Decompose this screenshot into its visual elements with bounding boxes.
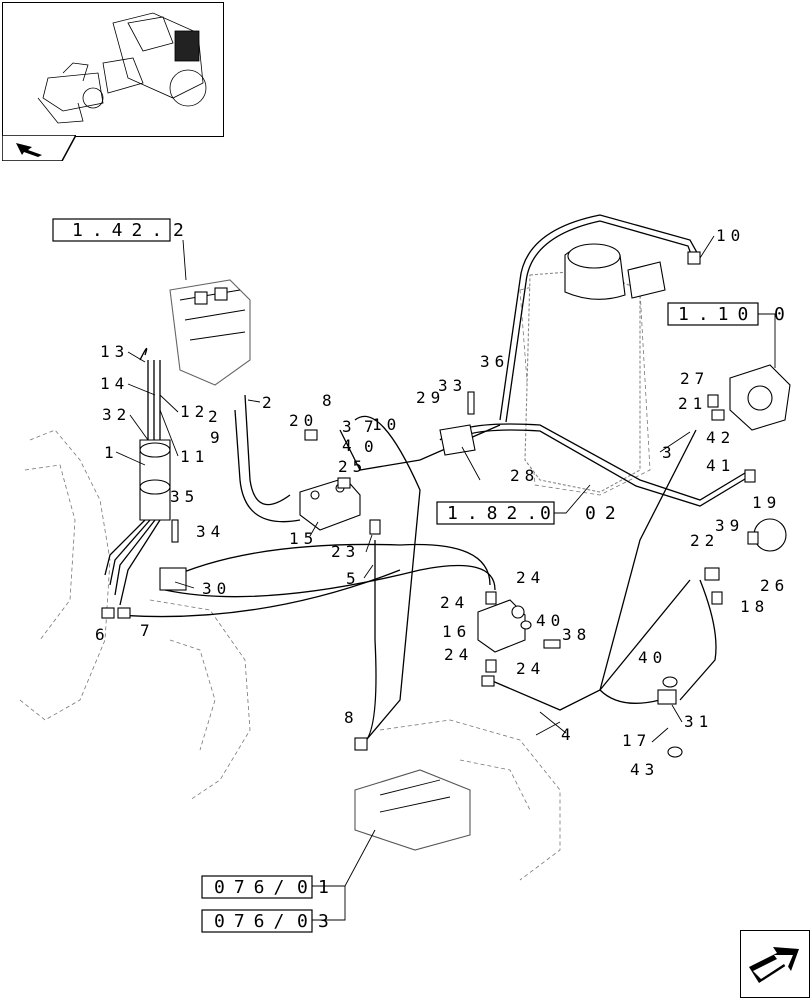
ghost-loader-frame [19,279,651,881]
callout-9: 9 [210,428,225,447]
callout-21: 21 [678,394,707,413]
overview-thumbnail[interactable] [2,2,224,137]
next-page-arrow-icon [749,947,799,983]
callout-10a: 10 [372,415,401,434]
callout-2b: 2 [262,393,277,412]
callout-22: 22 [690,531,719,550]
callout-42: 42 [706,428,735,447]
callout-8b: 8 [344,708,359,727]
reference-suffix: 3 [318,911,338,932]
callout-43: 43 [630,760,659,779]
drive-motor[interactable] [354,769,471,851]
callout-20: 20 [289,411,318,430]
callout-40a: 40 [536,611,565,630]
accumulator[interactable] [747,518,787,552]
callout-35: 35 [170,487,199,506]
callouts: 13 14 32 12 11 1 2 9 2 20 8 3 4 7 10 0 2… [95,226,789,779]
callout-16: 16 [442,622,471,641]
reference-box-076-03[interactable]: 076/ 0 3 [201,886,346,933]
callout-13: 13 [100,342,129,361]
callout-24b: 24 [440,593,469,612]
callout-28: 28 [510,466,539,485]
reference-suffix: 02 [585,503,625,524]
callout-10b: 10 [716,226,745,245]
callout-0a: 0 [364,437,379,456]
hose-bundle[interactable] [104,348,171,606]
reference-box-1-10[interactable]: 1.10 0 [667,302,794,368]
reference-suffix: 0 [540,503,560,524]
callout-4a: 4 [342,436,357,455]
reference-label: 1.10 [678,304,757,325]
callout-39: 39 [715,516,744,535]
hydraulic-tank[interactable] [524,243,666,493]
callout-36: 36 [480,352,509,371]
reference-suffix: 0 [774,304,794,325]
callout-32: 32 [102,405,131,424]
callout-17: 17 [622,731,651,750]
callout-7b: 7 [140,621,155,640]
callout-14: 14 [100,374,129,393]
callout-38: 38 [562,625,591,644]
callout-19: 19 [752,493,781,512]
callout-23: 23 [331,542,360,561]
callout-24d: 24 [516,659,545,678]
reference-box-1-82[interactable]: 1.82. 0 02 [436,484,625,525]
pump-unit[interactable] [729,364,791,431]
reference-box-1-42[interactable]: 1.42. 2 [52,218,193,281]
callout-24c: 24 [444,645,473,664]
next-page-button[interactable] [740,930,810,998]
callout-1: 1 [104,443,119,462]
reference-suffix: 0 [297,911,317,932]
callout-12: 12 [180,402,209,421]
callout-26: 26 [760,576,789,595]
reference-label: 1.42. [72,220,171,241]
reference-suffix: 0 [297,877,317,898]
callout-8a: 8 [322,391,337,410]
callout-15: 15 [289,529,318,548]
distributor-block[interactable] [299,477,361,531]
leader-lines [115,235,715,743]
reference-label: 1.82. [447,503,546,524]
callout-40b: 40 [638,648,667,667]
solenoid-valve[interactable] [477,599,526,653]
tractor-overview-thumbnail [37,12,207,124]
callout-34: 34 [196,522,225,541]
reference-box-076-01[interactable]: 076/ 0 1 [201,829,376,899]
reference-label: 076/ [214,911,293,932]
reference-suffix: 2 [173,220,193,241]
callout-3a: 3 [342,417,357,436]
callout-6: 6 [95,625,110,644]
callout-29: 29 [416,388,445,407]
callout-11: 11 [180,447,209,466]
callout-18: 18 [740,597,769,616]
callout-31: 31 [684,712,713,731]
callout-25: 25 [338,457,367,476]
callout-30: 30 [202,579,231,598]
callout-3b: 3 [662,443,677,462]
callout-5: 5 [346,569,361,588]
callout-4b: 4 [561,725,576,744]
callout-27: 27 [680,369,709,388]
reference-suffix: 1 [318,877,338,898]
callout-24a: 24 [516,568,545,587]
callout-7a: 7 [364,417,379,436]
callout-41: 41 [706,456,735,475]
reference-label: 076/ [214,877,293,898]
fittings [101,251,756,758]
callout-2a: 2 [208,407,223,426]
callout-33: 33 [438,376,467,395]
nav-arrow-tab[interactable] [1,134,78,162]
control-valve-block[interactable] [169,279,251,386]
